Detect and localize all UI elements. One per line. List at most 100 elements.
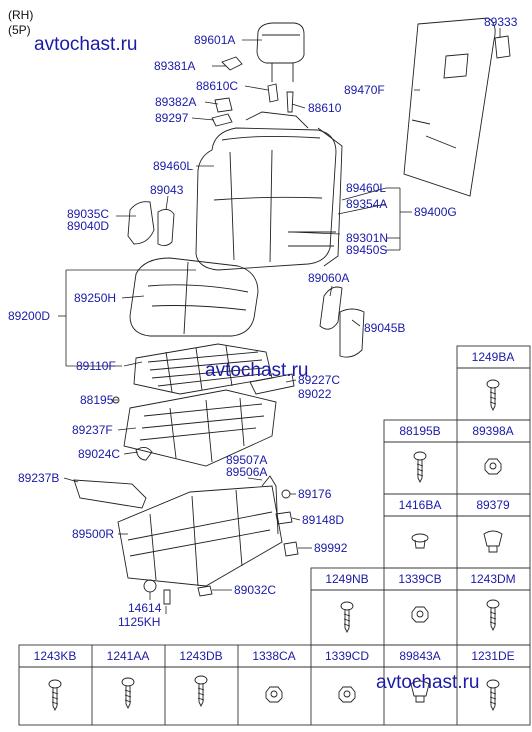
bracket-89297 <box>211 113 233 127</box>
label-89032c: 89032C <box>234 583 276 597</box>
fastener-code: 89379 <box>476 498 510 512</box>
label-89227c: 89227C <box>298 373 340 387</box>
cover-89043 <box>157 209 175 247</box>
screw-icon <box>340 601 354 633</box>
fastener-code: 1249NB <box>325 572 368 586</box>
label-89992: 89992 <box>314 541 348 555</box>
label-89148d: 89148D <box>302 513 344 527</box>
label-89470f: 89470F <box>344 83 385 97</box>
fastener-code: 1249BA <box>472 350 515 364</box>
label-89022: 89022 <box>298 387 332 401</box>
back-panel <box>403 17 496 197</box>
watermarks: avtochast.ru avtochast.ru avtochast.ru <box>34 34 480 693</box>
label-89500r: 89500R <box>72 527 114 541</box>
label-14614: 14614 <box>128 601 162 615</box>
label-88195: 88195 <box>80 393 114 407</box>
label-89381a: 89381A <box>154 59 195 73</box>
fastener-code: 1241AA <box>107 649 150 663</box>
label-1125kh: 1125KH <box>118 615 160 629</box>
label-89043: 89043 <box>150 183 184 197</box>
screw-icon <box>48 679 62 711</box>
fastener-code: 1338CA <box>252 649 295 663</box>
seatback <box>195 111 343 271</box>
cover-89060a <box>319 286 343 330</box>
bolt-89176 <box>281 489 291 499</box>
clip-89381a <box>221 56 243 71</box>
nut-icon <box>411 606 429 623</box>
screw-icon <box>486 599 500 631</box>
label-89297: 89297 <box>155 111 189 125</box>
leader-lines <box>58 28 501 614</box>
watermark-top: avtochast.ru <box>34 34 138 55</box>
side-label: (RH) <box>8 8 33 22</box>
fastener-code: 89398A <box>472 424 513 438</box>
label-89354a: 89354A <box>346 197 387 211</box>
screw-icon <box>486 679 500 711</box>
fastener-table <box>18 345 531 726</box>
label-89601a: 89601A <box>194 33 235 47</box>
trim-89237b <box>73 479 147 509</box>
label-89382a: 89382A <box>155 95 196 109</box>
screw-icon <box>486 379 500 411</box>
bracket-89227c <box>249 373 295 395</box>
bushing-89992 <box>283 541 299 557</box>
label-89237b: 89237B <box>18 471 59 485</box>
fastener-code: 89843A <box>399 649 440 663</box>
screw-icon <box>413 451 427 483</box>
label-89400g: 89400G <box>414 205 457 219</box>
screw-icon <box>121 677 135 709</box>
label-89200d: 89200D <box>8 309 50 323</box>
clip-89333 <box>494 35 511 59</box>
label-89333: 89333 <box>484 15 518 29</box>
bolt-88610 <box>286 91 294 113</box>
label-89035c: 89035C <box>67 207 109 221</box>
nut-icon <box>338 686 356 703</box>
part-labels: 89601A 89381A 88610C 89382A 88610 89297 … <box>8 15 518 629</box>
label-88610: 88610 <box>308 101 342 115</box>
cover-89035c <box>127 201 155 245</box>
clip-icon <box>483 530 503 553</box>
seat-pan <box>123 389 277 467</box>
fastener-code: 88195B <box>399 424 440 438</box>
fastener-code: 1339CD <box>325 649 369 663</box>
fastener-codes: 1249BA 88195B 89398A 1416BA 89379 1249NB… <box>34 350 516 663</box>
fastener-code: 1231DE <box>471 649 514 663</box>
label-89110f: 89110F <box>76 359 116 373</box>
nut-icon <box>484 458 502 475</box>
cover-89045b <box>339 308 365 358</box>
variant-label: (5P) <box>8 23 31 37</box>
label-89460l-left: 89460L <box>153 159 193 173</box>
bolt-1125kh <box>163 589 171 605</box>
fastener-code: 1416BA <box>399 498 442 512</box>
label-89060a: 89060A <box>308 271 349 285</box>
washer-14614 <box>143 579 157 593</box>
label-89176: 89176 <box>298 487 332 501</box>
seat-track-frame <box>117 475 283 587</box>
cap-89032c <box>197 585 213 597</box>
headrest <box>256 22 305 82</box>
guide-89382a <box>214 97 233 113</box>
fastener-code: 1243DM <box>470 572 515 586</box>
grommet-icon <box>411 533 429 549</box>
label-89040d: 89040D <box>67 219 109 233</box>
fastener-code: 1243KB <box>34 649 77 663</box>
parts-artwork <box>73 17 511 605</box>
fastener-code: 1243DB <box>179 649 222 663</box>
knob-89148d <box>275 511 293 525</box>
nut-icon <box>265 686 283 703</box>
label-89450s: 89450S <box>346 243 387 257</box>
label-89507a: 89507A <box>226 453 267 467</box>
label-89506a: 89506A <box>226 465 267 479</box>
screw-icon <box>194 675 208 707</box>
label-89301n: 89301N <box>346 231 388 245</box>
label-89250h: 89250H <box>74 291 116 305</box>
clip-89024c <box>135 447 153 461</box>
label-89237f: 89237F <box>72 423 113 437</box>
watermark-middle: avtochast.ru <box>205 360 309 381</box>
watermark-bottom: avtochast.ru <box>376 672 480 693</box>
seat-cushion <box>129 257 259 337</box>
label-89460l-right: 89460L <box>346 181 386 195</box>
guide-88610c <box>267 83 279 103</box>
